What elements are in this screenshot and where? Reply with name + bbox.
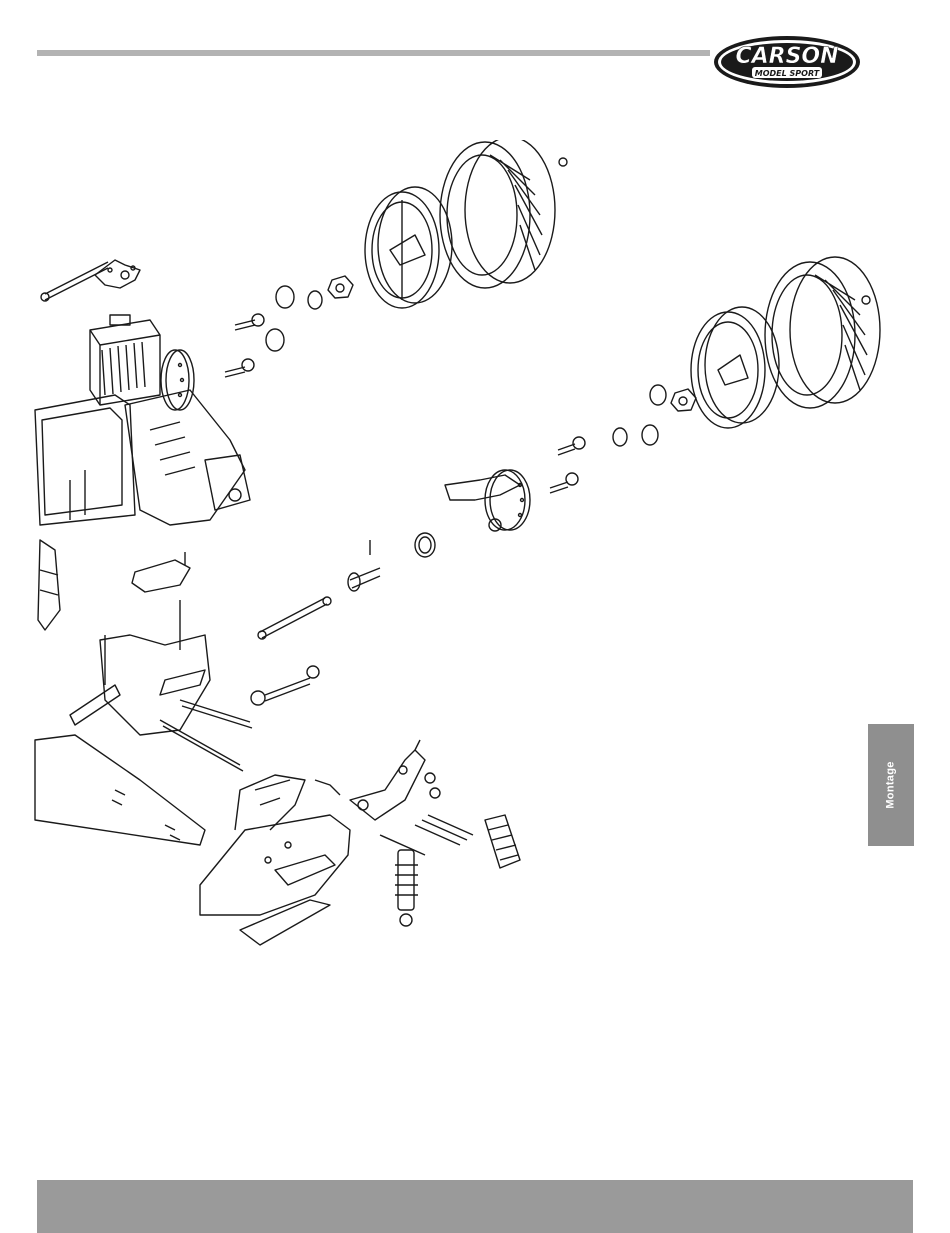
wheel-axle: [348, 540, 380, 591]
fuel-tank: [38, 540, 60, 630]
header-rule: [37, 50, 710, 56]
chassis-plate: [35, 735, 205, 845]
steering-servo: [90, 315, 160, 405]
wheel-nut-left: [328, 276, 353, 298]
shock-tower: [350, 740, 425, 820]
bearing-ring: [415, 533, 435, 557]
section-tab-label: Montage: [885, 761, 897, 808]
footer-bar: [37, 1180, 913, 1233]
bearings-left: [266, 286, 322, 351]
logo-brand-text: CARSON: [735, 44, 838, 69]
steering-knuckle: [445, 470, 530, 531]
logo-tagline-text: MODEL SPORT: [755, 69, 820, 78]
drive-shaft: [258, 597, 331, 639]
shock-absorber: [380, 835, 425, 926]
carson-logo: CARSON MODEL SPORT: [712, 34, 862, 90]
shock-boot: [485, 815, 520, 868]
bearings-right: [613, 385, 666, 446]
front-bracket: [132, 552, 190, 592]
chassis-frame: [35, 390, 250, 525]
wheel-rim-left: [365, 187, 452, 308]
section-tab: Montage: [868, 724, 914, 846]
servo-linkage: [41, 260, 140, 301]
front-bulkhead: [70, 600, 252, 771]
brake-disc: [161, 350, 194, 410]
ball-studs-left: [225, 314, 264, 377]
wheel-nut-small-right: [862, 296, 870, 304]
turnbuckle: [251, 666, 319, 705]
hardware-small: [415, 773, 473, 845]
wheel-nut-right: [671, 389, 696, 411]
front-bumper: [200, 775, 350, 945]
exploded-assembly-drawing: [30, 140, 910, 970]
tire-left: [440, 140, 555, 288]
tire-right: [765, 257, 880, 408]
ball-studs-right: [550, 437, 585, 493]
wheel-nut-small-left: [559, 158, 567, 166]
